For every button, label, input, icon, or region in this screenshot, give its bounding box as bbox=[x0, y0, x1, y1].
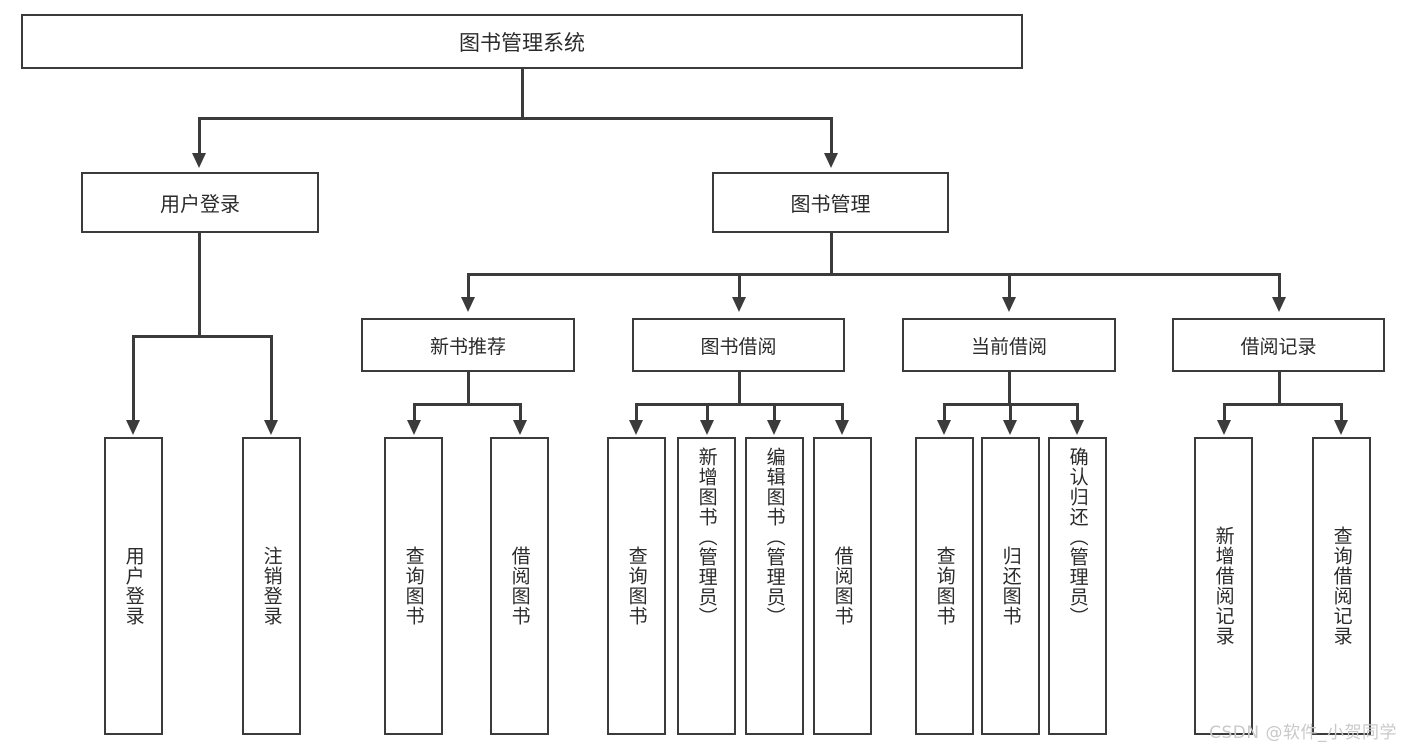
edge-book-borrow-bus bbox=[636, 403, 844, 406]
node-user-login[interactable]: 用户登录 bbox=[81, 172, 319, 233]
leaf-book-edit-admin[interactable]: 编辑图书（管理员） bbox=[745, 437, 804, 735]
leaf-logout[interactable]: 注销登录 bbox=[242, 437, 301, 735]
leaf-new-book-query[interactable]: 查询图书 bbox=[384, 437, 443, 735]
leaf-book-borrow-query[interactable]: 查询图书 bbox=[607, 437, 666, 735]
arrow-book-borrow-leaf-1 bbox=[629, 420, 643, 435]
leaf-book-add-admin[interactable]: 新增图书（管理员） bbox=[677, 437, 736, 735]
arrow-to-book-mgmt bbox=[824, 153, 838, 168]
node-label: 当前借阅 bbox=[970, 335, 1047, 358]
leaf-user-login[interactable]: 用户登录 bbox=[104, 437, 163, 735]
arrow-current-borrow bbox=[1002, 297, 1016, 312]
arrow-user-login-leaf-2 bbox=[264, 420, 278, 435]
leaf-label: 归还图书 bbox=[999, 546, 1022, 626]
arrow-borrow-record-leaf-1 bbox=[1217, 420, 1231, 435]
edge-user-login-bus bbox=[133, 335, 272, 338]
leaf-confirm-return-admin[interactable]: 确认归还（管理员） bbox=[1048, 437, 1107, 735]
edge-borrow-record-to-leaf-1 bbox=[1223, 403, 1226, 422]
leaf-label: 查询图书 bbox=[402, 546, 425, 626]
edge-root-stem bbox=[521, 69, 524, 117]
leaf-label: 确认归还（管理员） bbox=[1066, 447, 1089, 627]
edge-current-borrow-to-leaf-3 bbox=[1076, 403, 1079, 422]
edge-borrow-record-to-leaf-2 bbox=[1340, 403, 1343, 422]
edge-root-to-user-login bbox=[198, 117, 201, 155]
leaf-current-query[interactable]: 查询图书 bbox=[915, 437, 974, 735]
edge-book-borrow-stem bbox=[738, 372, 741, 403]
arrow-new-book-leaf-2 bbox=[513, 420, 527, 435]
edge-book-mgmt-bus bbox=[468, 273, 1280, 276]
edge-borrow-record-stem bbox=[1278, 372, 1281, 403]
node-label: 用户登录 bbox=[160, 192, 240, 216]
edge-book-mgmt-to-record bbox=[1278, 273, 1281, 299]
leaf-label: 编辑图书（管理员） bbox=[763, 447, 786, 627]
node-root-system[interactable]: 图书管理系统 bbox=[21, 14, 1023, 69]
edge-user-login-to-leaf-1 bbox=[132, 335, 135, 422]
node-borrow-record[interactable]: 借阅记录 bbox=[1172, 318, 1385, 372]
edge-current-borrow-stem bbox=[1008, 372, 1011, 403]
edge-current-borrow-to-leaf-2 bbox=[1009, 403, 1012, 422]
arrow-borrow-record bbox=[1272, 297, 1286, 312]
leaf-add-borrow-record[interactable]: 新增借阅记录 bbox=[1194, 437, 1253, 735]
edge-book-borrow-to-leaf-3 bbox=[773, 403, 776, 422]
node-new-book-recommend[interactable]: 新书推荐 bbox=[361, 318, 575, 372]
leaf-label: 借阅图书 bbox=[508, 546, 531, 626]
edge-book-mgmt-to-new-book bbox=[467, 273, 470, 299]
node-label: 图书管理 bbox=[790, 192, 871, 216]
node-book-borrow[interactable]: 图书借阅 bbox=[632, 318, 845, 372]
arrow-book-borrow-leaf-4 bbox=[835, 420, 849, 435]
arrow-current-borrow-leaf-3 bbox=[1070, 420, 1084, 435]
edge-user-login-to-leaf-2 bbox=[270, 335, 273, 422]
leaf-book-borrow-action[interactable]: 借阅图书 bbox=[813, 437, 872, 735]
arrow-user-login-leaf-1 bbox=[126, 420, 140, 435]
node-label: 图书借阅 bbox=[700, 335, 777, 358]
edge-new-book-to-leaf-2 bbox=[519, 403, 522, 422]
edge-book-mgmt-to-current bbox=[1008, 273, 1011, 299]
leaf-label: 用户登录 bbox=[122, 546, 145, 626]
edge-book-borrow-to-leaf-1 bbox=[635, 403, 638, 422]
node-label: 图书管理系统 bbox=[459, 30, 585, 55]
node-label: 借阅记录 bbox=[1240, 335, 1317, 358]
edge-root-to-book-mgmt bbox=[830, 117, 833, 155]
node-label: 新书推荐 bbox=[429, 335, 506, 358]
edge-book-borrow-to-leaf-4 bbox=[841, 403, 844, 422]
arrow-current-borrow-leaf-1 bbox=[937, 420, 951, 435]
node-current-borrow[interactable]: 当前借阅 bbox=[902, 318, 1116, 372]
arrow-current-borrow-leaf-2 bbox=[1003, 420, 1017, 435]
edge-book-mgmt-to-borrow bbox=[738, 273, 741, 299]
edge-borrow-record-bus bbox=[1224, 403, 1342, 406]
arrow-new-book bbox=[461, 297, 475, 312]
arrow-book-borrow bbox=[732, 297, 746, 312]
leaf-label: 查询图书 bbox=[933, 546, 956, 626]
edge-book-mgmt-stem bbox=[830, 233, 833, 273]
leaf-label: 查询图书 bbox=[625, 546, 648, 626]
edge-book-borrow-to-leaf-2 bbox=[706, 403, 709, 422]
leaf-label: 查询借阅记录 bbox=[1330, 526, 1353, 646]
arrow-book-borrow-leaf-2 bbox=[700, 420, 714, 435]
leaf-label: 注销登录 bbox=[260, 546, 283, 626]
edge-current-borrow-to-leaf-1 bbox=[943, 403, 946, 422]
edge-user-login-stem bbox=[198, 233, 201, 335]
edge-root-bus bbox=[199, 117, 833, 120]
leaf-new-book-borrow[interactable]: 借阅图书 bbox=[490, 437, 549, 735]
leaf-label: 借阅图书 bbox=[831, 546, 854, 626]
node-book-management[interactable]: 图书管理 bbox=[712, 172, 949, 233]
leaf-current-return[interactable]: 归还图书 bbox=[981, 437, 1040, 735]
arrow-to-user-login bbox=[192, 153, 206, 168]
arrow-new-book-leaf-1 bbox=[407, 420, 421, 435]
leaf-query-borrow-record[interactable]: 查询借阅记录 bbox=[1312, 437, 1371, 735]
leaf-label: 新增借阅记录 bbox=[1212, 526, 1235, 646]
edge-new-book-to-leaf-1 bbox=[413, 403, 416, 422]
edge-new-book-stem bbox=[467, 372, 470, 403]
arrow-book-borrow-leaf-3 bbox=[767, 420, 781, 435]
arrow-borrow-record-leaf-2 bbox=[1334, 420, 1348, 435]
edge-new-book-bus bbox=[414, 403, 521, 406]
leaf-label: 新增图书（管理员） bbox=[695, 447, 718, 627]
